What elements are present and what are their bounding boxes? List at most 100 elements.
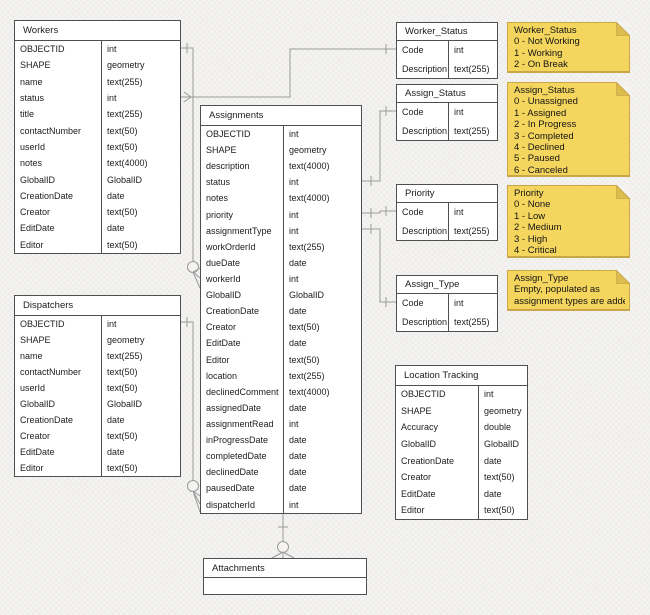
field-type: date bbox=[107, 223, 125, 234]
folded-corner-icon bbox=[616, 22, 630, 36]
rel-assignments-to-attachments[interactable] bbox=[271, 512, 295, 559]
field-type: date bbox=[289, 435, 307, 446]
note-line: 0 - None bbox=[514, 199, 551, 211]
field-name: GlobalID bbox=[201, 287, 284, 304]
field-name: OBJECTID bbox=[15, 41, 102, 58]
field-name: GlobalID bbox=[15, 171, 102, 188]
field-name: SHAPE bbox=[396, 402, 479, 420]
entity-title: Assign_Status bbox=[397, 85, 497, 103]
arrow-icon bbox=[183, 91, 192, 103]
field-type: int bbox=[289, 129, 299, 140]
field-name: assignedDate bbox=[201, 399, 284, 416]
field-name: inProgressDate bbox=[201, 432, 284, 449]
field-name: CreationDate bbox=[15, 187, 102, 204]
field-name: name bbox=[15, 73, 102, 90]
note-title: Priority bbox=[514, 188, 544, 199]
field-type: GlobalID bbox=[289, 290, 325, 301]
rel-assignments-status-to-assign-status-code[interactable] bbox=[362, 106, 396, 186]
field-name: dueDate bbox=[201, 254, 284, 271]
note-line: 3 - Completed bbox=[514, 130, 574, 142]
field-row: inProgressDate date bbox=[201, 432, 361, 449]
connector-line bbox=[362, 110, 396, 182]
field-name: workOrderId bbox=[201, 238, 284, 255]
note-line: 1 - Assigned bbox=[514, 107, 567, 119]
note-line: 0 - Unassigned bbox=[514, 96, 578, 108]
note-line: 4 - Critical bbox=[514, 245, 557, 257]
note-line: 1 - Low bbox=[514, 210, 546, 222]
rel-workers-status-to-worker-status-code[interactable] bbox=[181, 44, 396, 103]
field-name: Description bbox=[397, 221, 449, 240]
note-line: 0 - Not Working bbox=[514, 36, 580, 48]
folded-corner-icon bbox=[616, 185, 630, 199]
field-type: text(4000) bbox=[289, 161, 330, 172]
field-row: workOrderId text(255) bbox=[201, 238, 361, 255]
rel-assignments-type-to-assign-type-code[interactable] bbox=[362, 224, 396, 307]
field-name: SHAPE bbox=[15, 332, 102, 348]
field-name: Editor bbox=[201, 351, 284, 368]
field-name: CreationDate bbox=[15, 412, 102, 428]
field-name: Creator bbox=[15, 428, 102, 444]
note-line: 4 - Declined bbox=[514, 142, 565, 154]
field-name: userId bbox=[15, 138, 102, 156]
field-type: int bbox=[289, 225, 299, 236]
field-type: text(50) bbox=[484, 472, 515, 483]
rel-workers-objectid-to-assignments-workerid[interactable] bbox=[181, 43, 201, 289]
field-name: pausedDate bbox=[201, 480, 284, 497]
entity-table-attachments[interactable]: Attachments bbox=[203, 558, 367, 595]
field-name: title bbox=[15, 106, 102, 123]
field-type: date bbox=[289, 306, 307, 317]
field-name: EditDate bbox=[15, 444, 102, 460]
field-name: OBJECTID bbox=[15, 316, 102, 332]
field-name: Description bbox=[397, 121, 449, 140]
entity-title: Worker_Status bbox=[397, 23, 497, 41]
field-name: OBJECTID bbox=[396, 386, 479, 403]
field-type: int bbox=[484, 389, 494, 400]
field-type: text(255) bbox=[289, 241, 325, 252]
field-type: text(50) bbox=[107, 463, 138, 473]
rel-dispatchers-objectid-to-assignments-dispatcherid[interactable] bbox=[181, 317, 201, 513]
field-type: GlobalID bbox=[484, 439, 520, 450]
rel-assignments-priority-to-priority-code[interactable] bbox=[362, 206, 396, 218]
field-name: Creator bbox=[15, 203, 102, 221]
note-line: 2 - On Break bbox=[514, 59, 568, 71]
zero-many-ring bbox=[187, 480, 199, 492]
note-line: 1 - Working bbox=[514, 47, 563, 59]
